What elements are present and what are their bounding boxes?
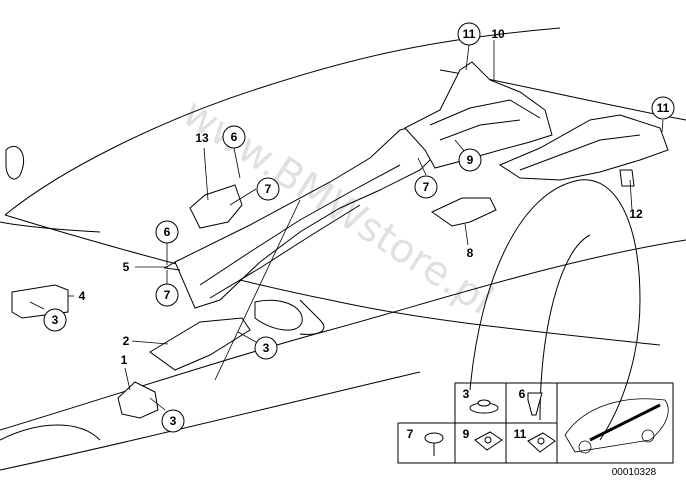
small-parts — [11, 184, 497, 419]
callout-11-right: 11 — [651, 96, 675, 120]
callout-6-b: 6 — [155, 220, 179, 244]
svg-text:7: 7 — [164, 288, 171, 302]
leader-12 — [629, 179, 633, 211]
legend-table: 3 6 7 9 11 — [397, 382, 674, 478]
leader-1 — [124, 367, 131, 391]
svg-text:9: 9 — [467, 153, 474, 167]
label-8: 8 — [467, 246, 474, 260]
callout-7-c: 7 — [155, 283, 179, 307]
shield-12-body — [498, 114, 669, 181]
side-sill — [0, 239, 686, 431]
shield-10-body — [404, 61, 553, 169]
callout-7-b: 7 — [414, 175, 438, 199]
shield-12-tab — [619, 169, 635, 187]
callout-6-a: 6 — [222, 125, 246, 149]
leader-6a — [233, 147, 241, 179]
leader-7a — [229, 188, 257, 206]
callout-3-a: 3 — [43, 308, 67, 332]
svg-text:11: 11 — [657, 101, 670, 115]
svg-text:3: 3 — [52, 313, 59, 327]
screw-icon — [424, 432, 444, 456]
leader-8 — [464, 223, 469, 246]
svg-text:11: 11 — [463, 27, 476, 41]
svg-text:7: 7 — [423, 180, 430, 194]
part-13-shield — [189, 184, 243, 229]
part-1-bracket — [117, 381, 159, 419]
svg-text:6: 6 — [164, 225, 171, 239]
clamp-nut-9-icon — [474, 431, 503, 451]
callout-3-c: 3 — [161, 409, 185, 433]
door-line — [299, 299, 325, 335]
tunnel-shield-ridge — [199, 164, 401, 286]
clamp-nut-11-icon — [527, 432, 556, 453]
leader-11-right — [661, 119, 664, 133]
label-2: 2 — [123, 334, 130, 348]
leader-13 — [203, 147, 209, 201]
label-4: 4 — [79, 289, 86, 303]
tunnel-shield-body — [174, 121, 441, 309]
leader-lines — [29, 40, 664, 411]
callouts: 11 10 11 12 13 6 7 9 7 8 6 5 — [43, 22, 675, 433]
label-5: 5 — [123, 260, 130, 274]
callout-11-top: 11 — [457, 22, 481, 46]
shield-10-detail2 — [439, 119, 521, 141]
mirror — [254, 299, 303, 331]
part-8-bracket — [431, 197, 497, 227]
front-arch — [0, 424, 101, 441]
leader-2 — [131, 340, 169, 345]
shield-10-detail — [429, 99, 541, 126]
part-2-shield — [149, 317, 251, 371]
leader-3b — [237, 331, 257, 343]
tunnel-heat-shield — [163, 121, 441, 309]
svg-text:7: 7 — [265, 182, 272, 196]
label-13: 13 — [195, 131, 209, 145]
clip-expanding-icon — [527, 392, 543, 416]
leader-3c — [149, 397, 166, 411]
front-edge — [0, 221, 101, 233]
label-10: 10 — [491, 27, 505, 41]
svg-text:6: 6 — [231, 130, 238, 144]
legend-fasteners — [424, 392, 556, 456]
legend-cell-9: 9 — [463, 427, 470, 441]
front-lamp — [5, 145, 24, 180]
leader-long — [214, 199, 301, 381]
label-1: 1 — [121, 353, 128, 367]
shield-12-detail — [519, 134, 641, 171]
diagram-code: 00010328 — [612, 467, 657, 478]
heat-shield-10 — [404, 61, 553, 169]
svg-text:3: 3 — [170, 414, 177, 428]
car-outline — [0, 27, 686, 471]
heat-shield-12 — [498, 114, 669, 187]
lower-body — [0, 371, 421, 471]
roof-line — [4, 27, 561, 216]
rear-arch — [469, 179, 641, 441]
hood-line — [4, 214, 661, 346]
nut-icon — [469, 399, 499, 414]
legend-cell-3: 3 — [463, 387, 470, 401]
callout-7-a: 7 — [256, 177, 280, 201]
leader-3a — [29, 301, 45, 310]
rear-arch-inner — [539, 234, 591, 421]
callout-9: 9 — [458, 148, 482, 172]
leader-7b — [417, 157, 427, 176]
car-locator-icon — [564, 398, 669, 454]
svg-text:3: 3 — [263, 341, 270, 355]
leader-11-top — [465, 44, 470, 71]
label-12: 12 — [629, 207, 643, 221]
tunnel-shield-front — [163, 261, 181, 271]
legend-cell-6: 6 — [519, 387, 526, 401]
callout-3-b: 3 — [254, 336, 278, 360]
legend-cell-7: 7 — [407, 427, 414, 441]
legend-cell-11: 11 — [514, 427, 527, 441]
legend-grid — [397, 382, 674, 464]
tunnel-shield-ridge2 — [209, 204, 361, 299]
